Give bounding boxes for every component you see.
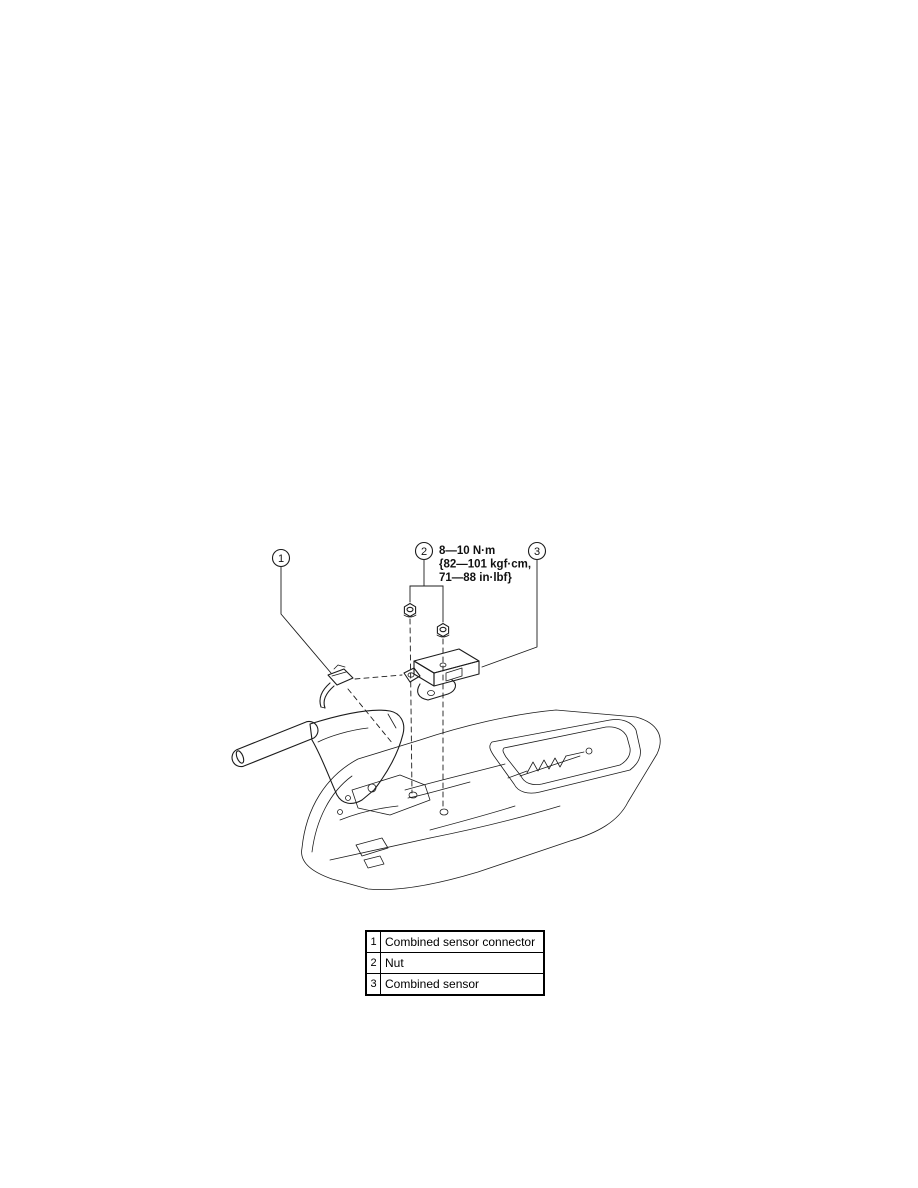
legend-row-number: 3 xyxy=(367,974,381,994)
legend-row-label: Combined sensor xyxy=(385,977,480,991)
torque-note-line2: {82—101 kgf·cm, xyxy=(439,559,531,571)
torque-note-line3: 71—88 in·lbf} xyxy=(439,572,512,584)
torque-note-line1: 8—10 N·m xyxy=(439,545,495,557)
parking-brake-lever xyxy=(231,709,405,804)
legend-table: 1 Combined sensor connector 2 Nut 3 Comb… xyxy=(365,930,545,996)
legend-row: 3 Combined sensor xyxy=(367,973,543,994)
legend-row-label: Combined sensor connector xyxy=(385,935,536,949)
console-illustration xyxy=(301,709,661,890)
legend-row-label: Nut xyxy=(385,956,404,970)
legend-row-number: 1 xyxy=(367,932,381,952)
callout-2: 2 xyxy=(414,541,434,561)
legend-row-number: 2 xyxy=(367,953,381,973)
combined-sensor-connector xyxy=(319,664,354,709)
assembly-dashed-lines xyxy=(347,618,444,811)
callout-leader-lines xyxy=(280,559,538,674)
callout-2-number: 2 xyxy=(421,546,427,558)
legend-row: 2 Nut xyxy=(367,952,543,973)
callout-1: 1 xyxy=(271,548,291,568)
callout-3-number: 3 xyxy=(534,546,540,558)
combined-sensor xyxy=(403,648,480,701)
legend-row: 1 Combined sensor connector xyxy=(367,932,543,952)
torque-note: 8—10 N·m {82—101 kgf·cm, 71—88 in·lbf} xyxy=(439,545,531,584)
callout-3: 3 xyxy=(527,541,547,561)
nut-lower xyxy=(436,622,450,638)
nut-upper xyxy=(403,602,417,618)
callout-1-number: 1 xyxy=(278,553,284,565)
